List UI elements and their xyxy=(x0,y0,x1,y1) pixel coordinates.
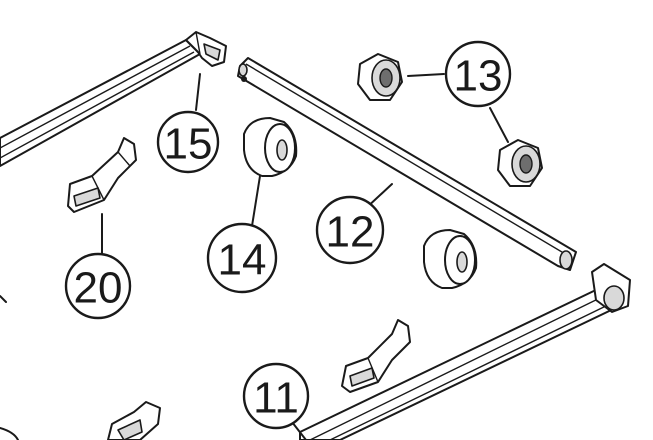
highlight-circle xyxy=(206,222,278,294)
callout-13-label: 13 xyxy=(454,52,503,101)
bushing-right xyxy=(423,229,478,289)
leader-lines xyxy=(101,73,509,440)
callout-12-label: 12 xyxy=(326,208,375,257)
callout-11-label: 11 xyxy=(253,374,299,423)
callout-15: 15 xyxy=(156,110,220,174)
bottom-left-partial-part xyxy=(0,295,161,440)
callout-20-label: 20 xyxy=(74,264,123,313)
part-13-wheel-lower xyxy=(497,139,543,187)
lower-right-frame-tube xyxy=(299,263,631,440)
corner-bracket-top xyxy=(185,31,227,67)
part-14-bushing-upper xyxy=(243,117,298,177)
callout-12: 12 xyxy=(315,195,385,265)
lower-connector xyxy=(341,319,411,393)
part-13-wheel-upper xyxy=(357,53,403,101)
callout-13: 13 xyxy=(444,40,512,108)
callout-14-label: 14 xyxy=(218,236,267,285)
part-20-connector xyxy=(67,137,137,213)
callout-14-highlighted: 14 xyxy=(206,222,278,294)
callout-20: 20 xyxy=(64,252,132,320)
callout-15-label: 15 xyxy=(164,120,213,169)
callout-11: 11 xyxy=(242,362,310,430)
part-12-rod xyxy=(237,57,577,271)
